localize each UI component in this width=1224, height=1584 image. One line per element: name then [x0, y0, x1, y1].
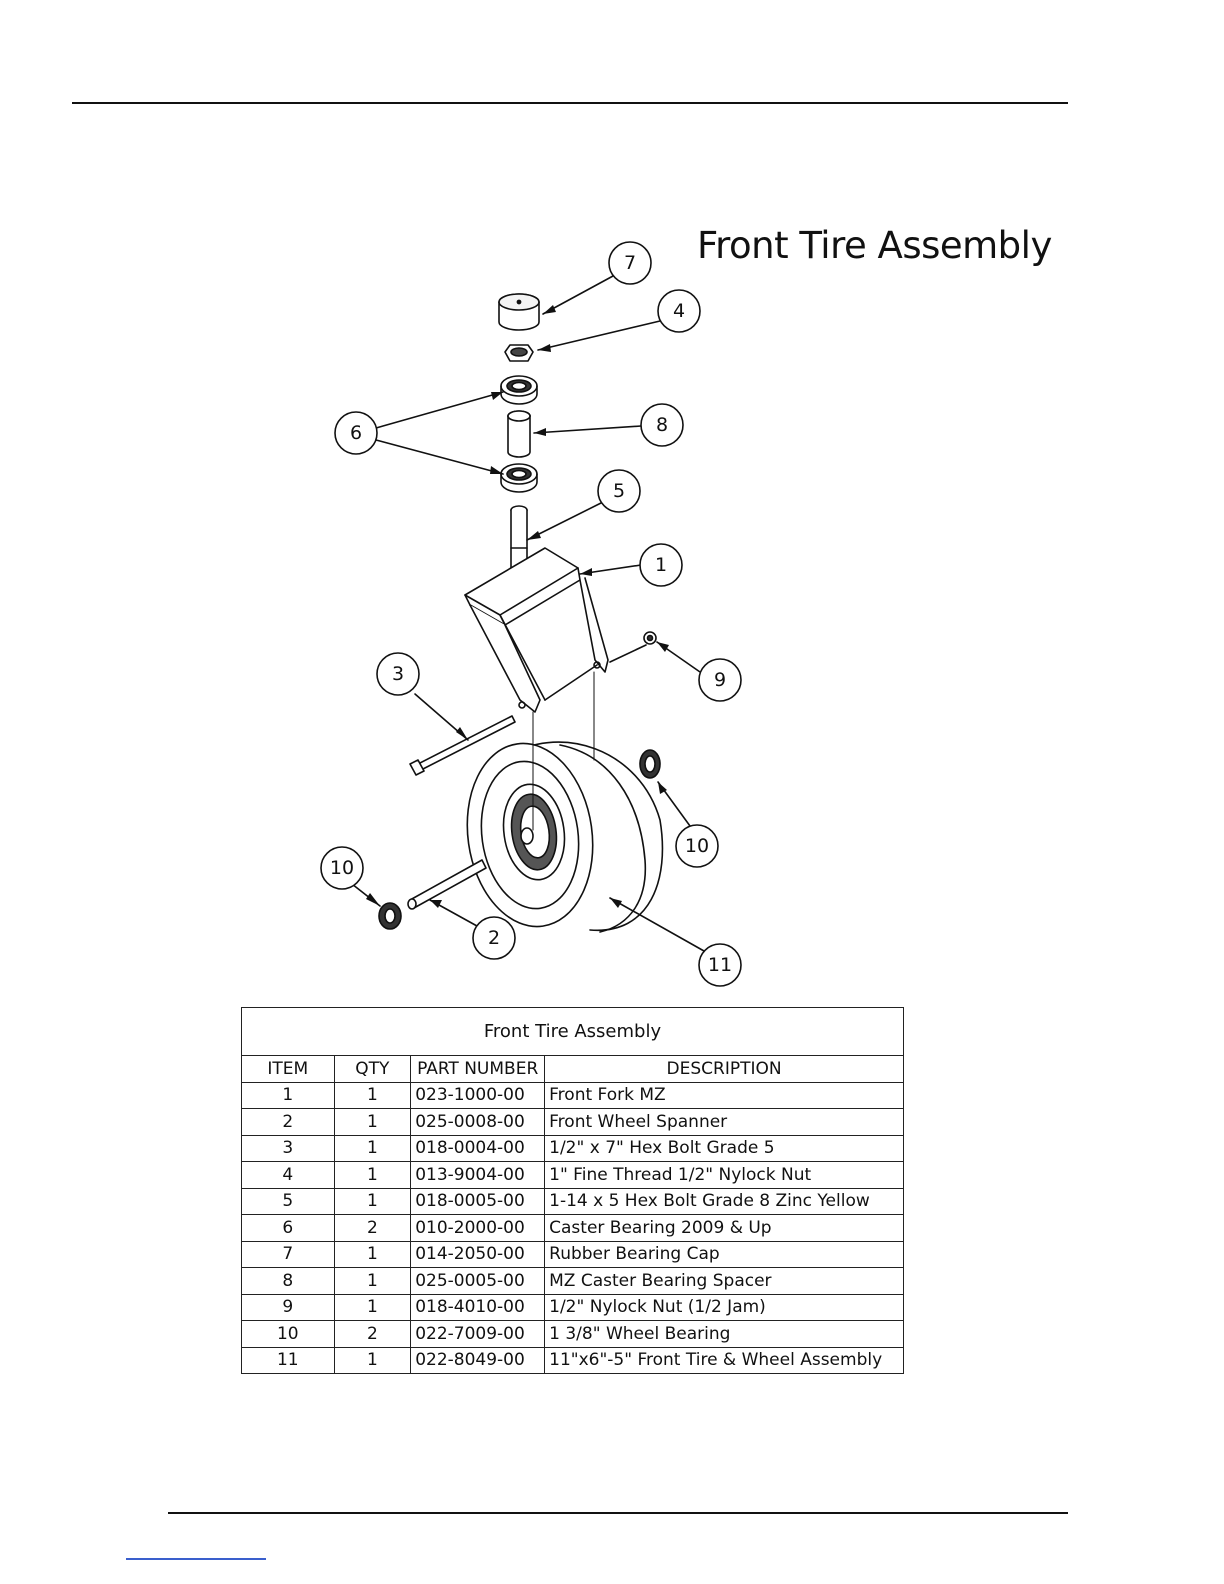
header-rule	[72, 102, 1068, 104]
bearing-cap-part	[498, 293, 540, 331]
footer-rule	[168, 1512, 1068, 1514]
leader-arrowheads	[366, 305, 669, 908]
callout-10-left: 10	[330, 857, 354, 879]
diagram-title: Front Tire Assembly	[697, 224, 1052, 267]
cell-item: 9	[241, 1293, 335, 1321]
cell-qty: 2	[333, 1214, 412, 1242]
header-item: ITEM	[241, 1055, 335, 1083]
wheel-spanner-part	[407, 859, 487, 910]
nylock-nut-part	[504, 344, 534, 362]
cell-description: 11"x6"-5" Front Tire & Wheel Assembly	[544, 1346, 904, 1374]
exploded-view-diagram: 7 4 6 8 5 1 3 9 10 10 2 11	[320, 241, 742, 987]
cell-description: 1/2" x 7" Hex Bolt Grade 5	[544, 1134, 904, 1162]
cell-description: 1 3/8" Wheel Bearing	[544, 1320, 904, 1348]
callout-7: 7	[624, 252, 636, 274]
callout-3: 3	[392, 663, 404, 685]
front-fork-part	[464, 547, 609, 713]
cell-description: Front Wheel Spanner	[544, 1108, 904, 1136]
cell-part-number: 018-0005-00	[410, 1187, 546, 1215]
left-wheel-bearing-part	[378, 902, 402, 930]
cell-qty: 1	[333, 1108, 412, 1136]
cell-part-number: 010-2000-00	[410, 1214, 546, 1242]
cell-qty: 1	[333, 1187, 412, 1215]
leader-lines	[351, 275, 705, 952]
long-hex-bolt-part	[409, 715, 516, 776]
lower-caster-bearing-part	[500, 463, 538, 493]
cell-qty: 1	[333, 1134, 412, 1162]
cell-qty: 1	[333, 1161, 412, 1189]
cell-item: 11	[241, 1346, 335, 1374]
bearing-spacer-part	[507, 410, 531, 458]
cell-item: 2	[241, 1108, 335, 1136]
cell-item: 8	[241, 1267, 335, 1295]
cell-part-number: 025-0005-00	[410, 1267, 546, 1295]
footer-link-underline	[126, 1558, 266, 1560]
callout-2: 2	[488, 927, 500, 949]
cell-qty: 1	[333, 1346, 412, 1374]
cell-qty: 1	[333, 1293, 412, 1321]
cell-part-number: 018-0004-00	[410, 1134, 546, 1162]
cell-qty: 2	[333, 1320, 412, 1348]
callout-11: 11	[708, 954, 732, 976]
callout-6: 6	[350, 422, 362, 444]
cell-part-number: 018-4010-00	[410, 1293, 546, 1321]
cell-item: 7	[241, 1240, 335, 1268]
jam-nut-part	[643, 631, 657, 645]
parts-table: Front Tire Assembly ITEM QTY PART NUMBER…	[241, 1007, 904, 1374]
tire-wheel-part	[466, 671, 664, 933]
cell-qty: 1	[333, 1081, 412, 1109]
cell-description: 1" Fine Thread 1/2" Nylock Nut	[544, 1161, 904, 1189]
cell-item: 4	[241, 1161, 335, 1189]
cell-part-number: 014-2050-00	[410, 1240, 546, 1268]
cell-qty: 1	[333, 1267, 412, 1295]
cell-part-number: 025-0008-00	[410, 1108, 546, 1136]
cell-description: Rubber Bearing Cap	[544, 1240, 904, 1268]
right-wheel-bearing-part	[639, 749, 661, 779]
cell-qty: 1	[333, 1240, 412, 1268]
cell-part-number: 022-7009-00	[410, 1320, 546, 1348]
cell-item: 6	[241, 1214, 335, 1242]
callout-8: 8	[656, 414, 668, 436]
cell-item: 10	[241, 1320, 335, 1348]
cell-part-number: 023-1000-00	[410, 1081, 546, 1109]
callout-5: 5	[613, 480, 625, 502]
header-description: DESCRIPTION	[544, 1055, 904, 1083]
cell-part-number: 013-9004-00	[410, 1161, 546, 1189]
cell-description: 1/2" Nylock Nut (1/2 Jam)	[544, 1293, 904, 1321]
table-caption: Front Tire Assembly	[241, 1007, 904, 1056]
cell-part-number: 022-8049-00	[410, 1346, 546, 1374]
table-caption-row: Front Tire Assembly	[241, 1007, 904, 1056]
callout-9: 9	[714, 669, 726, 691]
cell-description: Caster Bearing 2009 & Up	[544, 1214, 904, 1242]
cell-description: Front Fork MZ	[544, 1081, 904, 1109]
callout-10-right: 10	[685, 835, 709, 857]
header-qty: QTY	[333, 1055, 412, 1083]
cell-item: 5	[241, 1187, 335, 1215]
cell-item: 3	[241, 1134, 335, 1162]
upper-caster-bearing-part	[500, 375, 538, 405]
cell-description: MZ Caster Bearing Spacer	[544, 1267, 904, 1295]
header-part-number: PART NUMBER	[410, 1055, 546, 1083]
table-header-row: ITEM QTY PART NUMBER DESCRIPTION	[241, 1055, 904, 1083]
cell-item: 1	[241, 1081, 335, 1109]
callout-4: 4	[673, 300, 685, 322]
callout-1: 1	[655, 554, 667, 576]
cell-description: 1-14 x 5 Hex Bolt Grade 8 Zinc Yellow	[544, 1187, 904, 1215]
